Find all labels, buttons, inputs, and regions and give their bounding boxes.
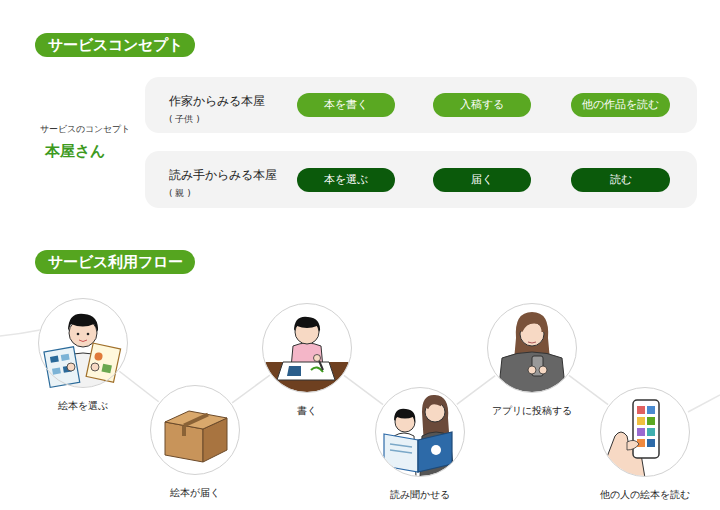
caption-label: サービスのコンセプト — [40, 124, 130, 136]
box-label: 届く — [471, 173, 493, 187]
step-caption: 書く — [297, 404, 317, 418]
step-caption: 絵本が届く — [170, 486, 220, 500]
flow-circle: 絵本が届く — [150, 385, 240, 475]
flow-line — [232, 375, 270, 403]
box-label: 入稿する — [460, 98, 504, 112]
flow-circle: 他の人の絵本を読む — [600, 387, 690, 477]
flow-line — [119, 371, 158, 402]
step-pill: 届く — [433, 168, 531, 192]
step-pill: 本を書く — [297, 93, 395, 117]
step-pill: 本を選ぶ — [297, 168, 395, 192]
flow-circle: 絵本を選ぶ — [38, 298, 128, 388]
flow-line — [569, 375, 608, 404]
box-label: サービスコンセプト — [48, 36, 183, 55]
step-caption: 他の人の絵本を読む — [600, 488, 690, 502]
decor-line — [0, 330, 40, 336]
flow-circle: 書く — [262, 303, 352, 393]
flow-line — [344, 375, 383, 404]
cardboard-box — [150, 385, 240, 475]
box-label: 読む — [610, 173, 632, 187]
box-label: 本を書く — [324, 98, 368, 112]
concept-panel: 読み手からみる本屋( 親 )本を選ぶ届く読む — [145, 151, 697, 208]
box-label: サービス利用フロー — [48, 253, 183, 272]
step-caption: アプリに投稿する — [492, 404, 572, 418]
parent-reading-aloud — [375, 387, 465, 477]
panel-subheading: ( 子供 ) — [169, 113, 697, 126]
box-label: 本を選ぶ — [324, 173, 368, 187]
section-header: サービス利用フロー — [35, 250, 195, 274]
hand-holding-phone — [599, 387, 690, 478]
child-choosing-book — [38, 298, 128, 388]
child-drawing — [257, 303, 357, 402]
step-caption: 読み聞かせる — [390, 488, 450, 502]
concept-panel: 作家からみる本屋( 子供 )本を書く入稿する他の作品を読む — [145, 77, 697, 133]
decor-line — [688, 395, 720, 412]
flow-circle: アプリに投稿する — [487, 303, 577, 393]
flow-line — [457, 376, 495, 405]
step-pill: 入稿する — [433, 93, 531, 117]
step-pill: 読む — [571, 168, 670, 192]
box-label: 他の作品を読む — [582, 98, 659, 112]
section-header: サービスコンセプト — [35, 33, 195, 57]
step-pill: 他の作品を読む — [571, 93, 670, 117]
flow-circle: 読み聞かせる — [375, 387, 465, 477]
concept-name: 本屋さん — [45, 142, 105, 161]
step-caption: 絵本を選ぶ — [58, 399, 108, 413]
panel-subheading: ( 親 ) — [169, 187, 697, 200]
parent-posting-to-app — [487, 303, 577, 396]
